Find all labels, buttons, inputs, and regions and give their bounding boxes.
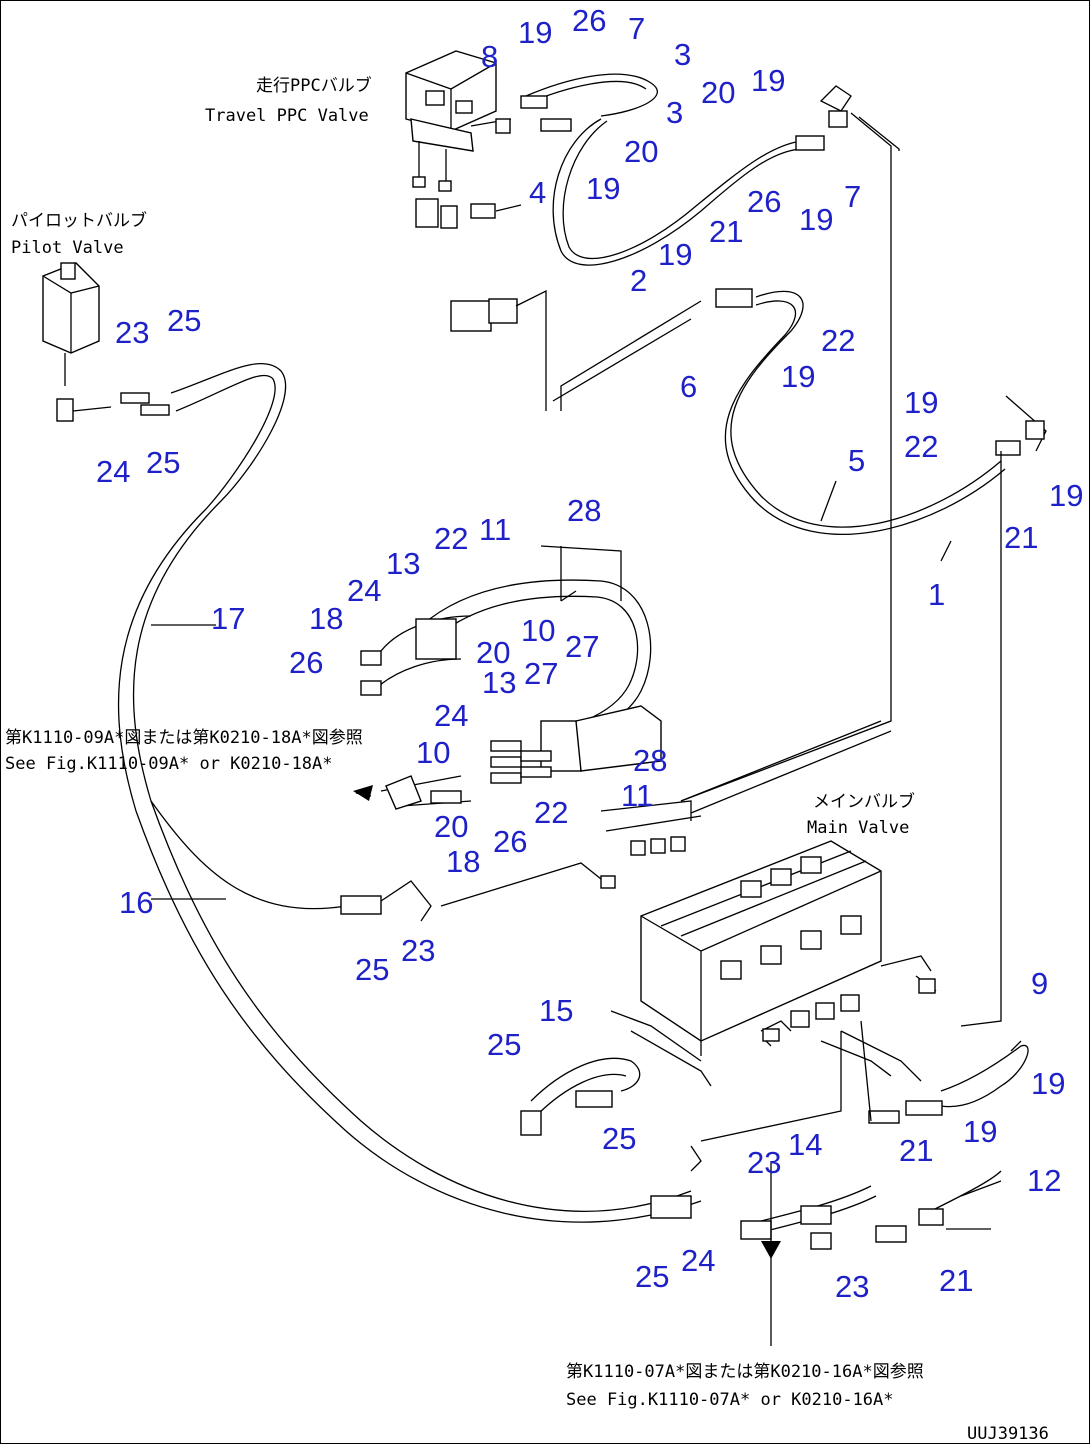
callout-part-16: 16: [119, 885, 153, 920]
callout-part-20: 20: [701, 75, 735, 110]
hose-16-branch: [150, 800, 602, 922]
callout-part-18: 18: [446, 844, 480, 879]
callout-part-26: 26: [572, 3, 606, 38]
callout-part-12: 12: [1027, 1163, 1061, 1198]
reference-note-bottom-en: See Fig.K1110-07A* or K0210-16A*: [566, 1390, 894, 1410]
callout-part-22: 22: [821, 323, 855, 358]
main-valve-drawing: [600, 720, 937, 1087]
callout-part-23: 23: [115, 315, 149, 350]
callout-part-19: 19: [586, 171, 620, 206]
callout-part-10: 10: [416, 735, 450, 770]
callout-part-21: 21: [939, 1263, 973, 1298]
callout-part-19: 19: [781, 359, 815, 394]
callout-part-20: 20: [434, 809, 468, 844]
callout-part-26: 26: [289, 645, 323, 680]
leader-lines: [151, 480, 1022, 1230]
lower-hoses: [520, 1010, 1029, 1346]
callout-part-3: 3: [666, 95, 683, 130]
callout-part-28: 28: [633, 743, 667, 778]
part-number-callouts: 19 26 7 8 3 20 19 3 20 4 19 26 19 7 21 1…: [96, 3, 1083, 1304]
callout-part-20: 20: [476, 635, 510, 670]
center-hose-bundle: [353, 545, 662, 810]
pilot-valve-caption-en: Pilot Valve: [11, 238, 124, 258]
callout-part-25: 25: [602, 1121, 636, 1156]
callout-part-24: 24: [347, 573, 381, 608]
callout-part-4: 4: [529, 175, 546, 210]
callout-part-11: 11: [621, 778, 653, 813]
callout-part-23: 23: [401, 933, 435, 968]
hose-assembly-top: [520, 73, 900, 802]
callout-part-15: 15: [539, 993, 573, 1028]
callout-part-21: 21: [1004, 520, 1038, 555]
reference-note-mid-jp: 第K1110-09A*図または第K0210-18A*図参照: [5, 728, 363, 748]
callout-part-24: 24: [434, 698, 468, 733]
main-valve-caption-jp: メインバルブ: [813, 791, 915, 812]
callout-part-2: 2: [630, 263, 647, 298]
callout-part-1: 1: [928, 577, 945, 612]
callout-part-19: 19: [518, 15, 552, 50]
travel-ppc-valve-caption-en: Travel PPC Valve: [205, 106, 369, 126]
callout-part-25: 25: [355, 952, 389, 987]
reference-note-mid-en: See Fig.K1110-09A* or K0210-18A*: [5, 754, 333, 774]
callout-part-11: 11: [479, 512, 511, 547]
callout-part-5: 5: [848, 443, 865, 478]
travel-ppc-valve-drawing: [405, 50, 522, 229]
callout-part-25: 25: [487, 1027, 521, 1062]
callout-part-19: 19: [751, 63, 785, 98]
callout-part-7: 7: [844, 179, 861, 214]
callout-part-22: 22: [434, 521, 468, 556]
callout-part-23: 23: [747, 1145, 781, 1180]
callout-part-28: 28: [567, 493, 601, 528]
callout-part-21: 21: [899, 1133, 933, 1168]
callout-part-7: 7: [628, 11, 645, 46]
callout-part-20: 20: [624, 134, 658, 169]
callout-part-23: 23: [835, 1269, 869, 1304]
callout-part-27: 27: [524, 656, 558, 691]
callout-part-26: 26: [493, 824, 527, 859]
callout-part-24: 24: [96, 454, 130, 489]
main-valve-caption-en: Main Valve: [807, 818, 909, 838]
callout-part-14: 14: [788, 1127, 822, 1162]
callout-part-19: 19: [799, 202, 833, 237]
reference-note-bottom-jp: 第K1110-07A*図または第K0210-16A*図参照: [566, 1362, 924, 1382]
callout-part-17: 17: [211, 601, 245, 636]
callout-part-19: 19: [904, 385, 938, 420]
callout-part-9: 9: [1031, 966, 1048, 1001]
callout-part-25: 25: [146, 445, 180, 480]
drawing-number: UUJ39136: [967, 1424, 1049, 1444]
callout-part-25: 25: [635, 1259, 669, 1294]
travel-ppc-valve-caption-jp: 走行PPCバルブ: [256, 75, 372, 96]
pilot-valve-drawing: [42, 262, 702, 1223]
callout-part-19: 19: [1031, 1066, 1065, 1101]
callout-part-10: 10: [521, 613, 555, 648]
callout-part-19: 19: [1049, 478, 1083, 513]
callout-part-13: 13: [386, 546, 420, 581]
callout-part-6: 6: [680, 369, 697, 404]
callout-part-3: 3: [674, 37, 691, 72]
callout-part-8: 8: [481, 39, 498, 74]
callout-part-22: 22: [534, 795, 568, 830]
callout-part-21: 21: [709, 214, 743, 249]
callout-part-27: 27: [565, 629, 599, 664]
fitting-2: [450, 288, 1047, 1027]
callout-part-18: 18: [309, 601, 343, 636]
callout-part-26: 26: [747, 184, 781, 219]
callout-part-24: 24: [681, 1243, 715, 1278]
callout-part-19: 19: [658, 237, 692, 272]
callout-part-22: 22: [904, 429, 938, 464]
callout-part-19: 19: [963, 1114, 997, 1149]
callout-part-13: 13: [482, 665, 516, 700]
pilot-valve-caption-jp: パイロットバルブ: [11, 210, 147, 231]
callout-part-25: 25: [167, 303, 201, 338]
